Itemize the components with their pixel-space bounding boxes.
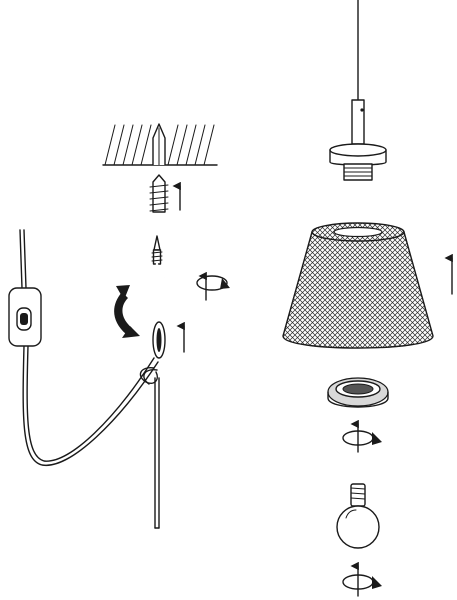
rotate-arrow-icon [114,285,140,338]
canopy-icon [329,99,387,181]
shade-ring-icon [327,377,389,408]
light-bulb-icon [336,483,380,549]
rotate-arrow-icon [196,271,230,301]
lamp-shade-icon [282,222,434,349]
ceiling-hook-icon [140,235,178,307]
cord-loop-icon [139,321,166,385]
cord-switch-icon [8,287,42,347]
rotate-arrow-icon [342,561,382,597]
ceiling-hatch-icon [102,123,218,166]
wall-plug-icon [149,174,169,213]
rotate-arrow-icon [342,419,382,453]
